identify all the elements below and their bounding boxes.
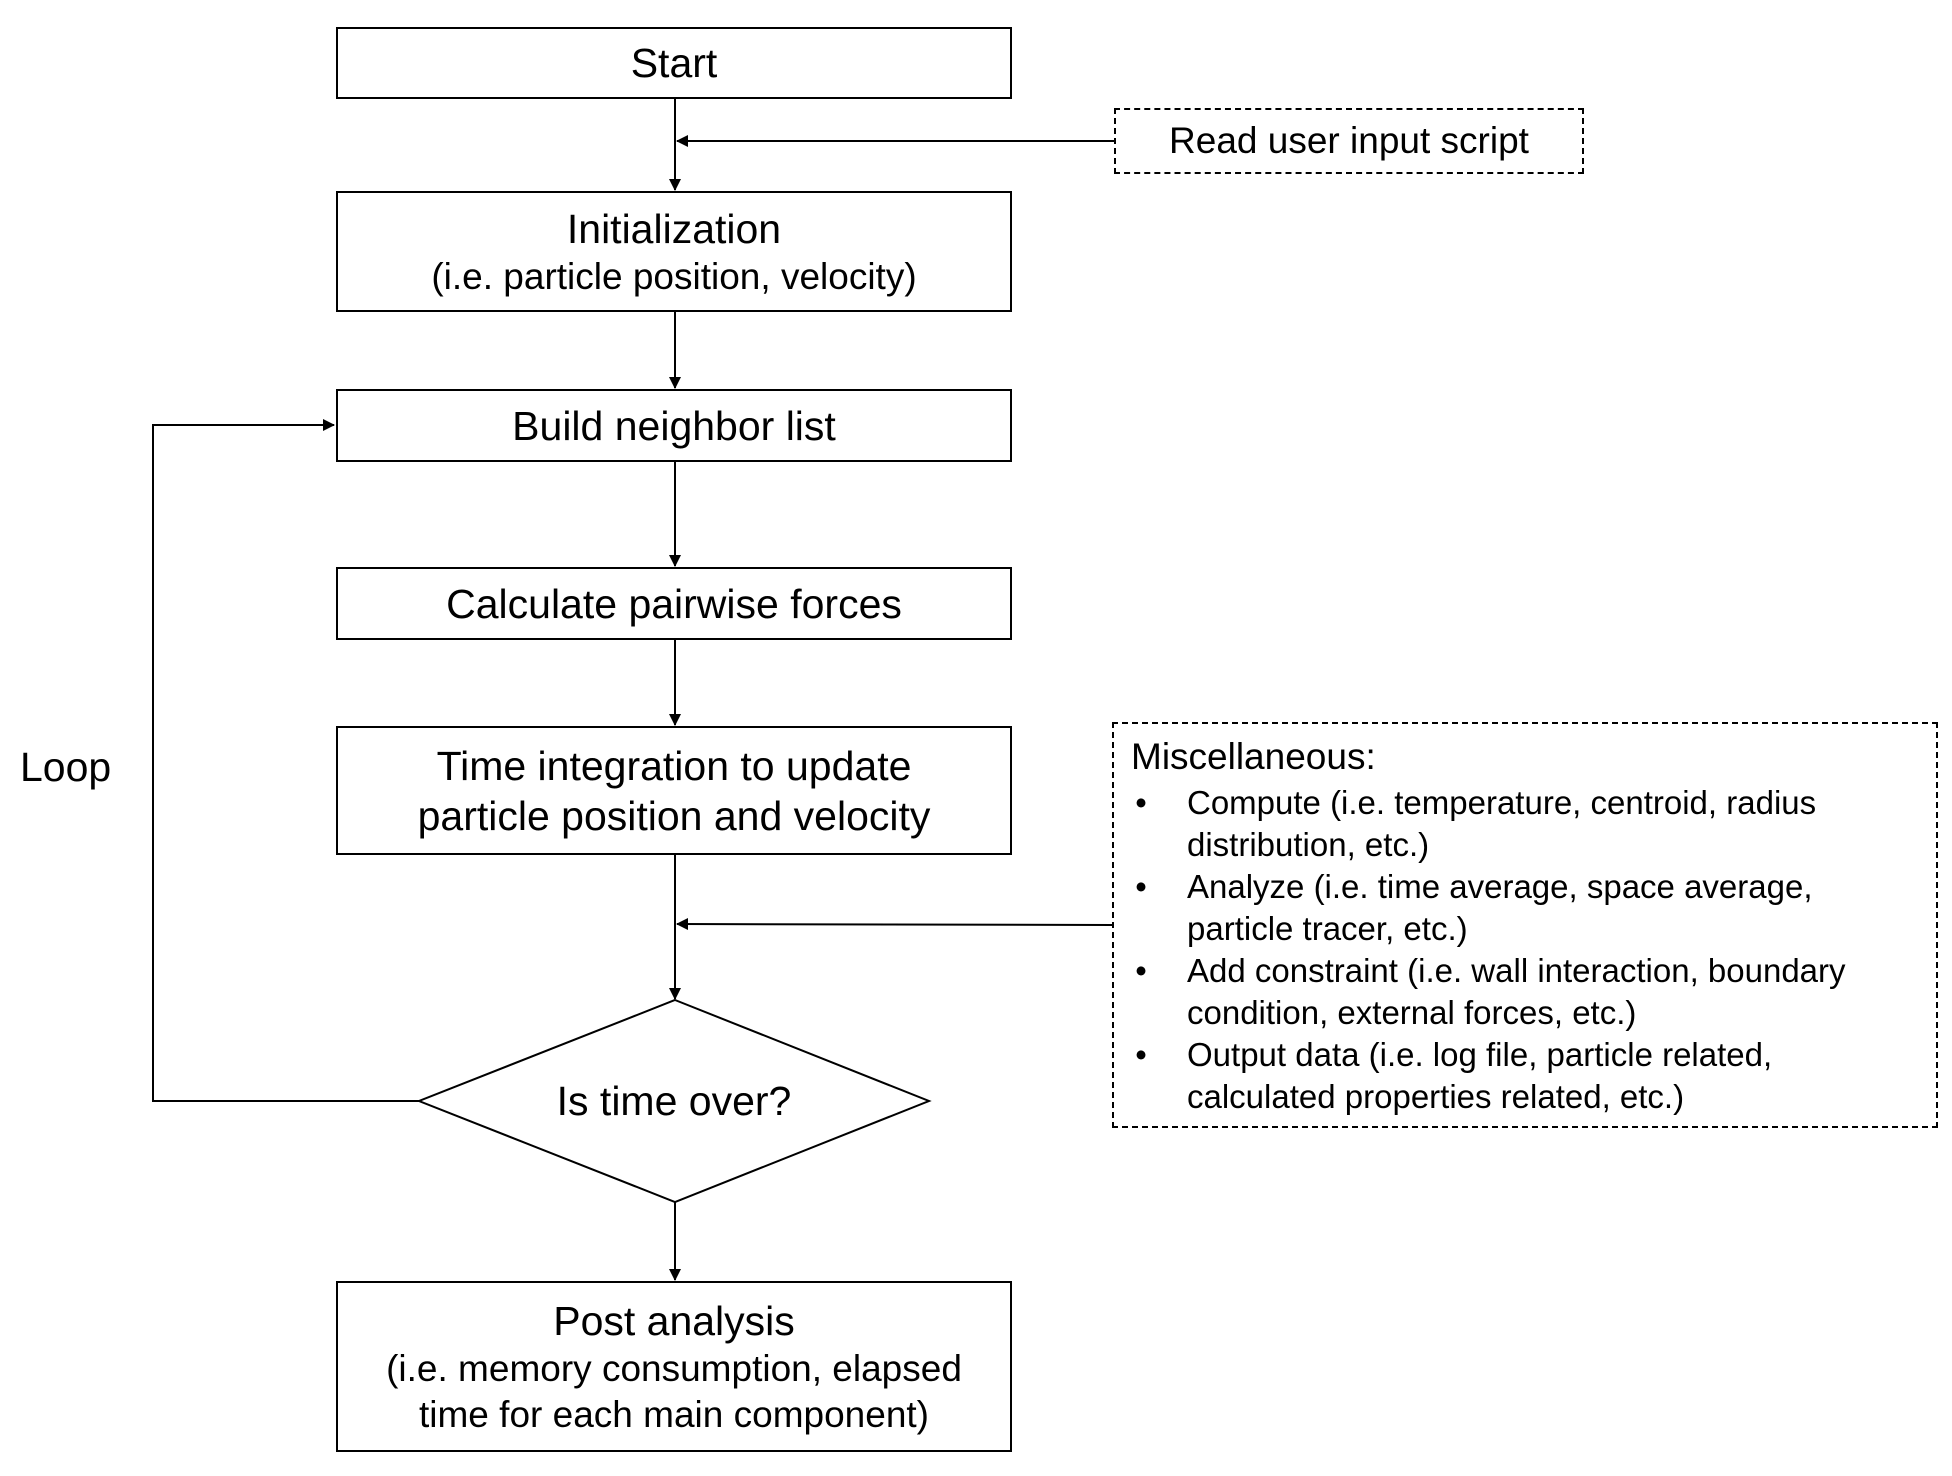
list-item: • Compute (i.e. temperature, centroid, r… xyxy=(1131,782,1918,866)
read-input-label: Read user input script xyxy=(1169,120,1529,161)
miscellaneous-list: • Compute (i.e. temperature, centroid, r… xyxy=(1131,782,1918,1118)
post-analysis-box: Post analysis (i.e. memory consumption, … xyxy=(336,1281,1012,1452)
decision-label-wrap: Is time over? xyxy=(419,1076,929,1126)
time-integration-line2: particle position and velocity xyxy=(417,792,931,839)
list-item-line2: condition, external forces, etc.) xyxy=(1187,994,1637,1031)
bullet: • xyxy=(1135,952,1147,989)
read-input-box: Read user input script xyxy=(1114,108,1584,174)
build-neighbor-label: Build neighbor list xyxy=(512,402,836,449)
build-neighbor-box: Build neighbor list xyxy=(336,389,1012,462)
calc-forces-label: Calculate pairwise forces xyxy=(446,580,902,627)
list-item-line1: Output data (i.e. log file, particle rel… xyxy=(1187,1036,1773,1073)
list-item-line1: Add constraint (i.e. wall interaction, b… xyxy=(1187,952,1846,989)
initialization-title: Initialization xyxy=(566,205,782,252)
post-analysis-title: Post analysis xyxy=(553,1297,795,1344)
decision-label: Is time over? xyxy=(556,1078,792,1124)
initialization-box: Initialization (i.e. particle position, … xyxy=(336,191,1012,312)
list-item-line2: calculated properties related, etc.) xyxy=(1187,1078,1685,1115)
loop-label: Loop xyxy=(20,744,112,790)
list-item-line2: particle tracer, etc.) xyxy=(1187,910,1468,947)
post-analysis-line1: (i.e. memory consumption, elapsed xyxy=(386,1347,962,1389)
arrow-misc xyxy=(676,918,1113,931)
bullet: • xyxy=(1135,868,1147,905)
initialization-subtitle: (i.e. particle position, velocity) xyxy=(431,255,917,297)
list-item-line2: distribution, etc.) xyxy=(1187,826,1430,863)
list-item: • Analyze (i.e. time average, space aver… xyxy=(1131,866,1918,950)
list-item: • Add constraint (i.e. wall interaction,… xyxy=(1131,950,1918,1034)
bullet: • xyxy=(1135,1036,1147,1073)
calc-forces-box: Calculate pairwise forces xyxy=(336,567,1012,640)
start-box: Start xyxy=(336,27,1012,99)
list-item: • Output data (i.e. log file, particle r… xyxy=(1131,1034,1918,1118)
miscellaneous-header: Miscellaneous: xyxy=(1131,736,1376,777)
list-item-line1: Compute (i.e. temperature, centroid, rad… xyxy=(1187,784,1817,821)
time-integration-line1: Time integration to update xyxy=(436,742,912,789)
loop-back-arrow xyxy=(152,419,419,1102)
list-item-line1: Analyze (i.e. time average, space averag… xyxy=(1187,868,1813,905)
decision-diamond xyxy=(416,998,932,1204)
time-integration-box: Time integration to update particle posi… xyxy=(336,726,1012,855)
bullet: • xyxy=(1135,784,1147,821)
miscellaneous-box: Miscellaneous: • Compute (i.e. temperatu… xyxy=(1112,722,1938,1128)
post-analysis-line2: time for each main component) xyxy=(418,1393,929,1435)
start-label: Start xyxy=(630,40,718,86)
